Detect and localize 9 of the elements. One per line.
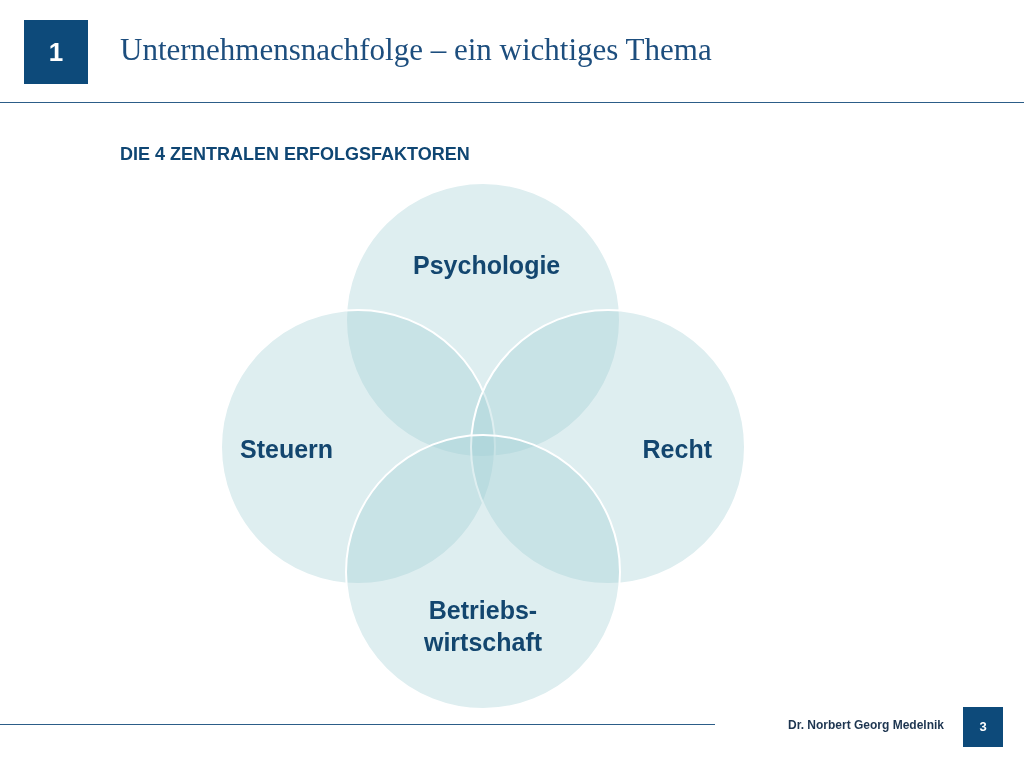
circle-label: Recht (641, 434, 713, 465)
author-name: Dr. Norbert Georg Medelnik (787, 718, 944, 732)
section-heading: DIE 4 ZENTRALEN ERFOLGSFAKTOREN (120, 144, 470, 165)
circle-label: Steuern (239, 434, 335, 465)
circle-label: Psychologie (412, 250, 562, 281)
circle-label: Betriebs- wirtschaft (422, 595, 544, 658)
slide-title: Unternehmensnachfolge – ein wichtiges Thema (120, 32, 712, 68)
page-number: 3 (963, 707, 1003, 747)
slide-number: 1 (24, 20, 88, 84)
